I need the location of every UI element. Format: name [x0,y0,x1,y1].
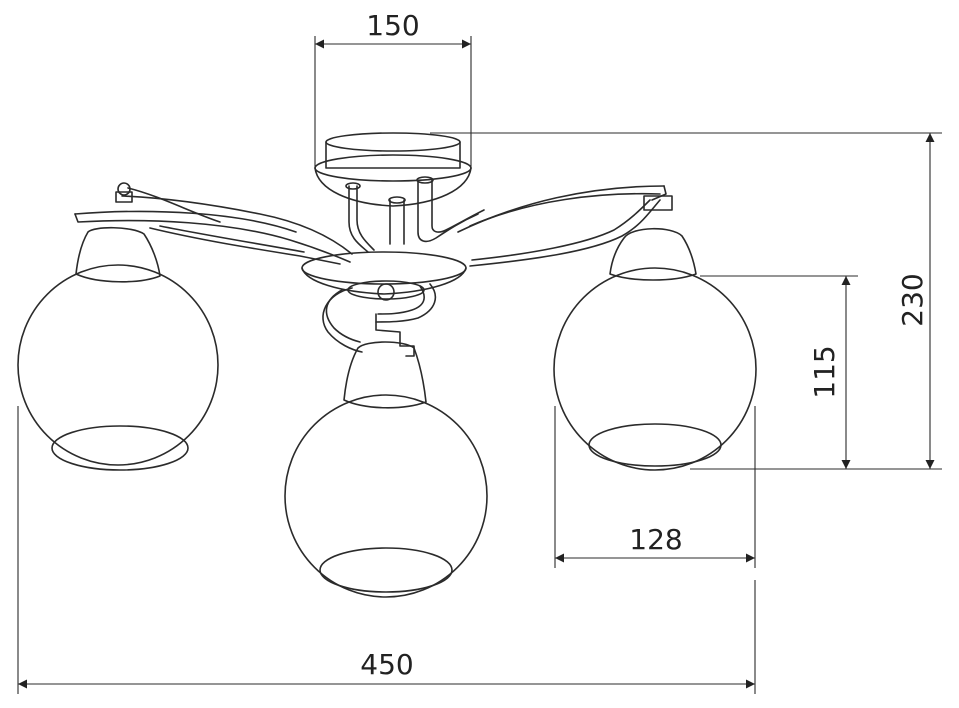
chandelier-outline [17,132,757,598]
central-hub [301,251,467,301]
right-globe [553,227,757,471]
front-arm [322,283,437,357]
right-arm [457,185,673,267]
dimension-top-width: 150 [314,9,472,168]
dimension-label-150: 150 [366,9,419,42]
dimension-total-width: 450 [17,406,756,694]
dimension-arm-width: 128 [554,406,756,568]
dimension-label-450: 450 [360,648,413,681]
dimension-label-230: 230 [896,273,929,326]
dimension-label-128: 128 [629,523,682,556]
ceiling-canopy [314,132,472,207]
central-rods [345,176,485,253]
left-globe [17,226,219,471]
center-globe [284,341,488,598]
dimension-total-height: 230 [430,132,942,470]
left-arm [74,182,353,265]
dimension-label-115: 115 [808,345,841,398]
dimension-globe-height: 115 [700,275,858,469]
